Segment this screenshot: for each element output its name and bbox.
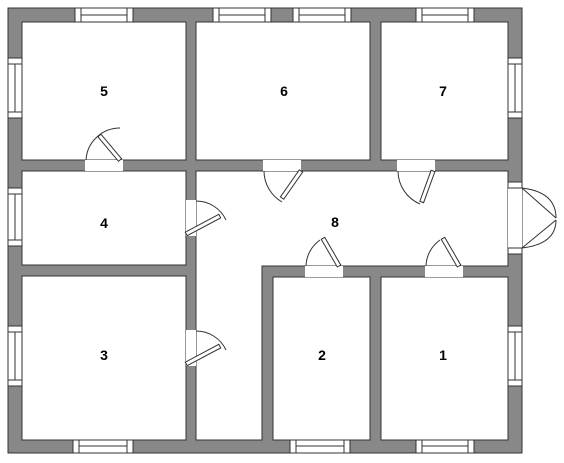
windows [7,7,523,454]
door-room5 [85,127,123,171]
window-left-room5 [7,57,23,119]
window-left-room4 [7,187,23,247]
room-label-5: 5 [100,83,108,99]
room-label-1: 1 [439,347,447,363]
room-label-7: 7 [439,83,447,99]
window-bottom-room3 [72,439,134,454]
room-label-2: 2 [318,347,326,363]
window-right-room7 [507,57,523,119]
door-room3 [184,330,227,367]
entrance-double-door [507,181,557,255]
window-bottom-room1 [415,439,475,454]
window-left-room3 [7,325,23,387]
doors [85,127,557,367]
room-label-3: 3 [100,347,108,363]
door-room1 [425,236,463,277]
room-label-8: 8 [331,214,339,230]
window-top-room6-left [212,7,272,23]
window-top-room6-right [292,7,352,23]
door-room7 [397,160,436,205]
door-room2 [305,236,343,277]
room-label-6: 6 [280,83,288,99]
door-room4 [184,200,227,237]
window-bottom-room2 [289,439,351,454]
window-top-room7 [415,7,475,23]
walls [7,7,523,454]
room-label-4: 4 [100,215,108,231]
door-room6 [263,160,304,203]
window-top-room5 [74,7,134,23]
room-labels: 5 6 7 4 8 3 2 1 [100,83,447,363]
window-right-room1 [507,325,523,387]
